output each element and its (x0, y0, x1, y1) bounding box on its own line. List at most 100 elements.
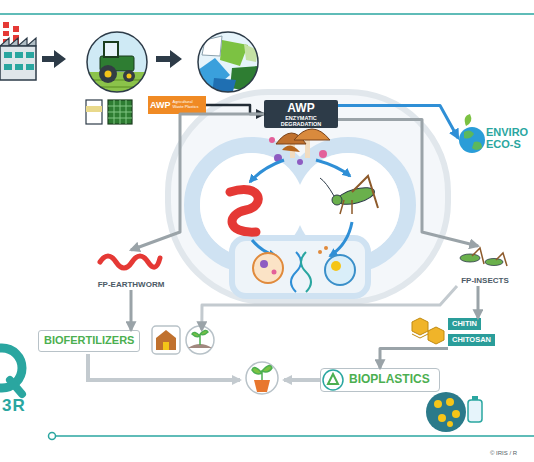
factory-icon (26, 52, 34, 58)
node-label: ENZYMATIC DEGRADATION (276, 115, 326, 127)
product-flow-arrow (88, 354, 320, 380)
grasshopper-icon (332, 195, 342, 205)
node-label: CHITOSAN (448, 334, 495, 346)
bioplastic-icon (426, 392, 466, 432)
node-label: Agricultural Waste Plastics (173, 100, 201, 109)
tractor-icon (85, 86, 150, 88)
bioplastic-icon (446, 398, 454, 406)
insect-product-icon (460, 254, 480, 262)
plastic-waste-icon (198, 32, 258, 92)
globe-icon (464, 130, 474, 138)
fertilizer-icon (163, 342, 169, 350)
globe-icon (465, 114, 472, 126)
process-arrow-icon (42, 50, 66, 68)
microbe-icon (301, 252, 311, 292)
node-label: FP-EARTHWORM (88, 280, 174, 290)
process-arrow-icon (156, 50, 182, 68)
factory-icon (4, 52, 12, 58)
product-flow-arrow (88, 354, 240, 380)
earthworm-icon (230, 190, 258, 233)
frame-line (49, 433, 56, 440)
tractor-icon (99, 65, 117, 83)
logo-mark (0, 348, 22, 394)
microbe-icon (331, 261, 341, 271)
recycle-icon (323, 370, 343, 390)
credit-note: © IRIS / R (490, 450, 517, 456)
factory-icon (0, 38, 36, 46)
plant-icon (254, 380, 270, 392)
tractor-icon (127, 74, 132, 79)
plastic-bag-icon (86, 100, 102, 124)
grasshopper-icon (320, 178, 334, 196)
fertilizer-icon (192, 330, 208, 345)
microbe-icon (253, 246, 355, 292)
cycle-ring (232, 238, 368, 296)
plant-icon (252, 366, 272, 380)
node-label: BIOPLASTICS (321, 369, 439, 390)
tractor-icon (105, 71, 112, 78)
chitin-hexagon-icon (412, 318, 428, 335)
bioplastic-icon (426, 392, 482, 432)
microbe-icon (325, 255, 355, 285)
flow-arrow (202, 286, 457, 330)
chitin-hexagon-icon (428, 327, 444, 344)
microbe-icon (260, 260, 268, 268)
frame-line (0, 13, 534, 15)
microbe-icon (291, 252, 301, 292)
bioplastic-icon (468, 400, 482, 422)
tractor-icon (104, 42, 118, 57)
fungi-icon (294, 129, 330, 140)
flow-arrow (338, 120, 478, 246)
insect-product-icon (496, 253, 507, 266)
chitin-hexagon-icon (412, 334, 428, 338)
chitin-hexagon-icon (412, 318, 444, 344)
flow-arrow (380, 349, 448, 368)
product-node: FP-EARTHWORM (88, 250, 174, 290)
factory-icon (3, 28, 9, 31)
fungi-icon (297, 159, 303, 165)
fertilizer-icon (186, 326, 214, 354)
fungi-icon (319, 150, 327, 158)
bioplastic-icon (438, 414, 446, 422)
node-label: FP-INSECTS (450, 276, 520, 286)
fertilizer-icon (152, 326, 180, 354)
fertilizer-icon (156, 330, 176, 350)
grasshopper-icon (320, 176, 378, 214)
fungi-icon (305, 138, 310, 158)
tractor-icon (123, 70, 135, 82)
plant-icon (246, 362, 278, 394)
fungi-icon (282, 145, 300, 152)
plastic-net-icon (108, 100, 132, 124)
cycle-ring (168, 92, 448, 302)
microbe-icon (324, 246, 328, 250)
degradation-arrow (330, 222, 352, 256)
recycle-icon (323, 370, 343, 390)
globe-icon (472, 142, 482, 150)
plastic-bag-icon (86, 106, 102, 112)
logo-text: 3R (2, 396, 26, 416)
logo-mark (10, 380, 22, 394)
node-label: CHITIN (448, 318, 481, 330)
globe-icon (459, 127, 485, 153)
plant-icon (246, 362, 278, 394)
factory-icon (0, 46, 36, 80)
bioplastic-icon (452, 410, 460, 418)
tractor-icon (87, 32, 147, 92)
outcome-node: ENVIRO ECO-S (458, 118, 534, 158)
grasshopper-icon (352, 176, 378, 208)
microbe-icon (272, 270, 277, 275)
tractor-icon (85, 32, 151, 96)
globe-icon (459, 114, 485, 153)
product-flow-arrow (284, 378, 320, 382)
insect-product-icon (485, 259, 503, 266)
plastic-net-icon (108, 100, 132, 124)
microbe-icon (253, 253, 283, 283)
flow-arrow (338, 106, 458, 138)
flow-arrow (476, 286, 479, 318)
plastic-waste-icon (220, 40, 248, 66)
flow-arrow (206, 105, 264, 114)
factory-icon (4, 64, 12, 70)
plastic-bag-icon (86, 100, 102, 124)
